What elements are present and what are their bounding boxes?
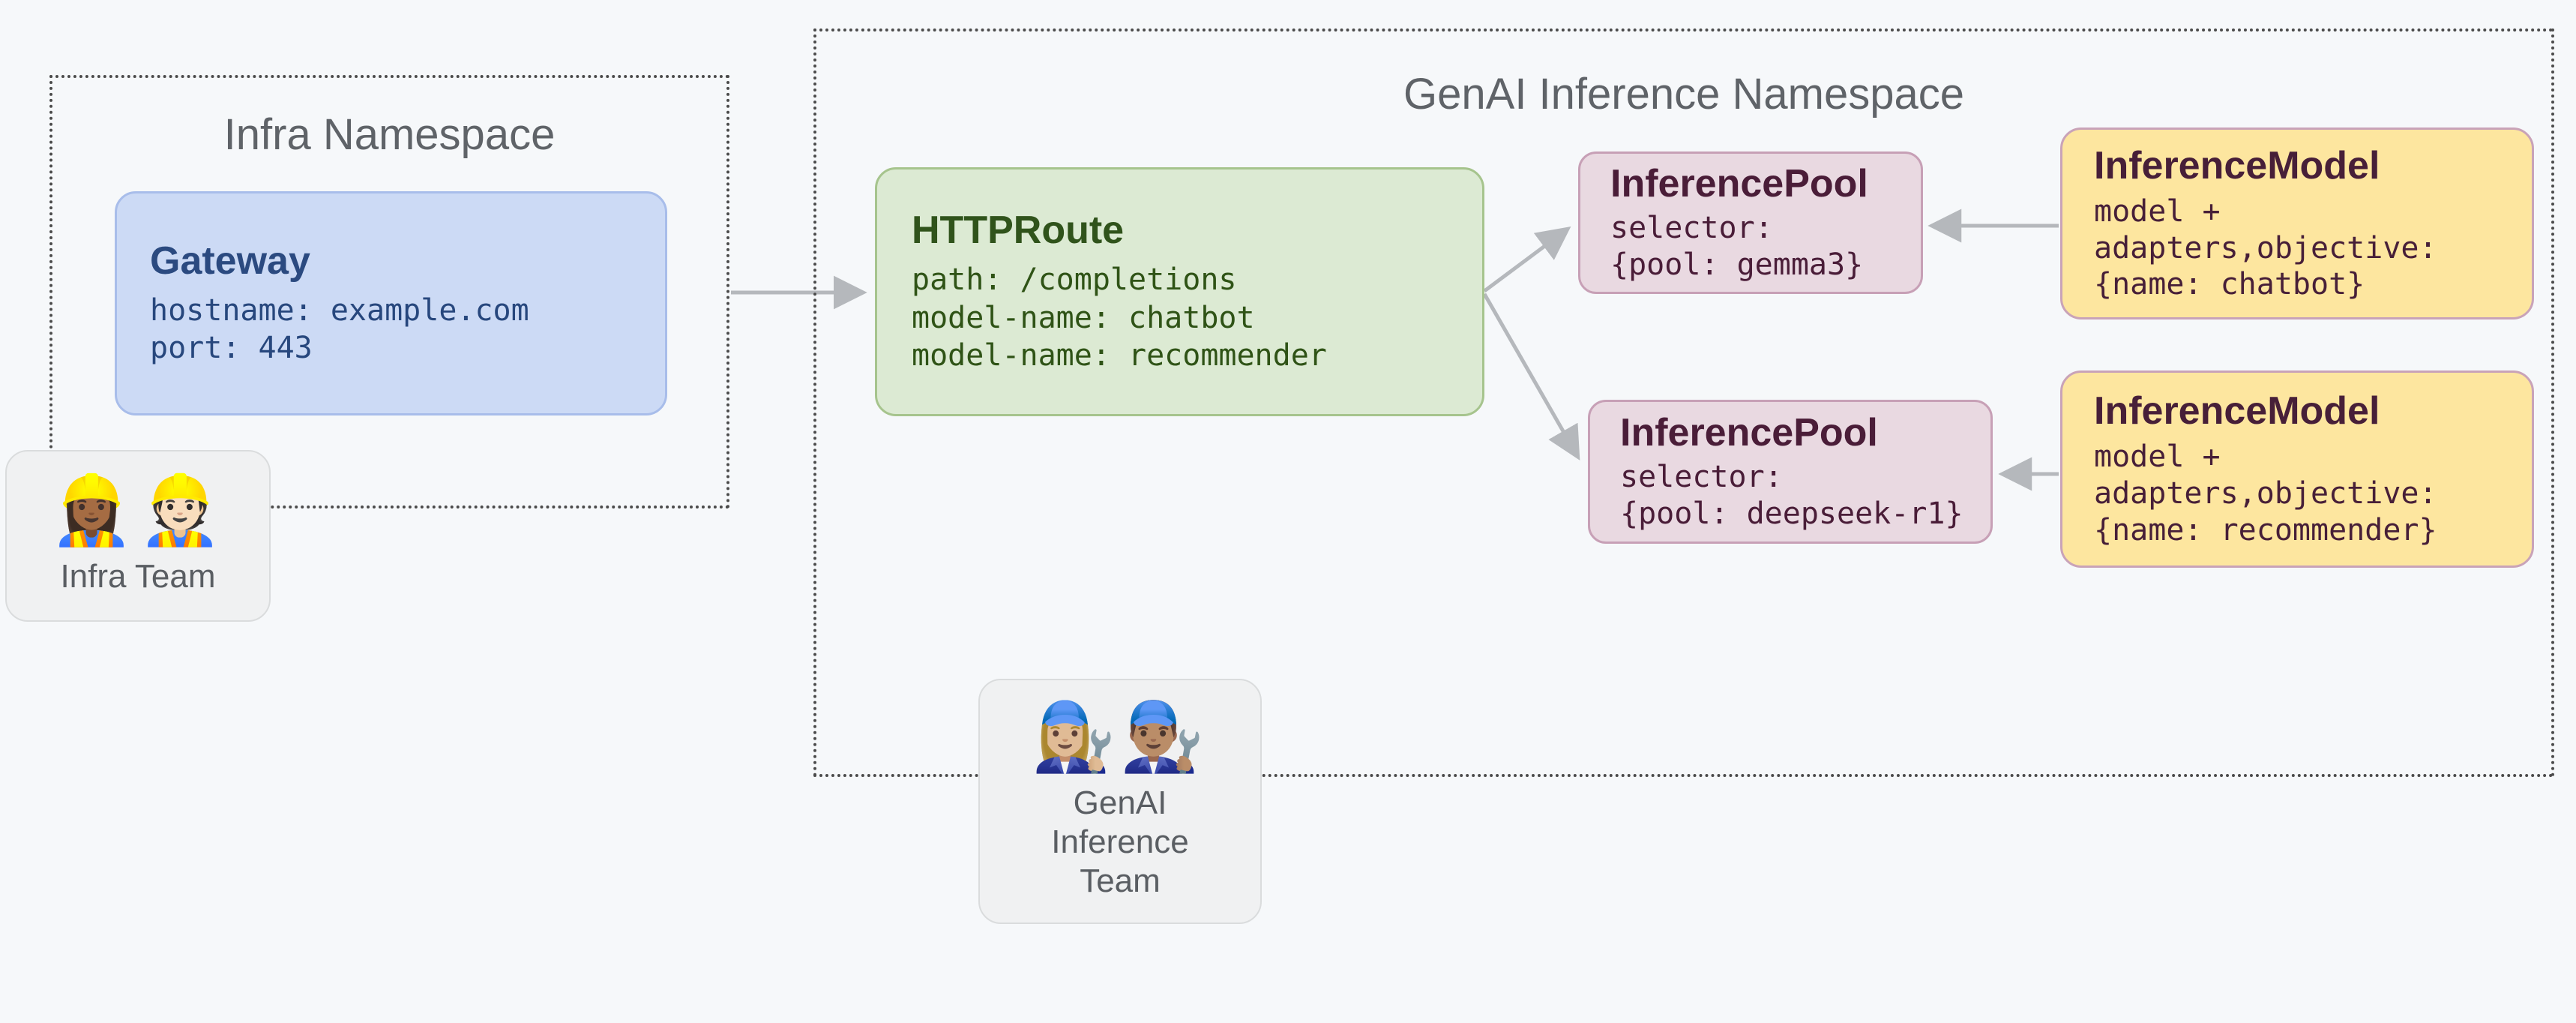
gateway-hostname: hostname: example.com bbox=[150, 292, 529, 328]
gateway-node: Gateway hostname: example.com port: 443 bbox=[115, 191, 667, 416]
infra-team-card: 👷🏾‍♀️👷🏻 Infra Team bbox=[5, 450, 271, 622]
inferencepool-gemma3-selector-value: {pool: gemma3} bbox=[1610, 247, 1864, 282]
inferencepool-deepseek-node: InferencePool selector: {pool: deepseek-… bbox=[1588, 400, 1993, 544]
inferencepool-deepseek-title: InferencePool bbox=[1620, 411, 1878, 455]
inferencepool-gemma3-node: InferencePool selector: {pool: gemma3} bbox=[1578, 152, 1923, 294]
httproute-model-chatbot: model-name: chatbot bbox=[912, 300, 1255, 335]
httproute-path: path: /completions bbox=[912, 262, 1237, 297]
gateway-port: port: 443 bbox=[150, 331, 313, 366]
inferencepool-gemma3-title: InferencePool bbox=[1610, 162, 1868, 206]
inferencepool-deepseek-selector-value: {pool: deepseek-r1} bbox=[1620, 496, 1963, 531]
infra-team-label: Infra Team bbox=[60, 557, 216, 595]
httproute-node: HTTPRoute path: /completions model-name:… bbox=[875, 167, 1484, 416]
inferencemodel-recommender-node: InferenceModel model + adapters,objectiv… bbox=[2060, 370, 2534, 568]
inferencemodel-recommender-title: InferenceModel bbox=[2094, 389, 2380, 434]
genai-namespace-box: GenAI Inference Namespace bbox=[813, 28, 2554, 777]
inferencemodel-chatbot-line-name: {name: chatbot} bbox=[2094, 267, 2365, 302]
httproute-model-recommender: model-name: recommender bbox=[912, 338, 1327, 374]
mechanics-emoji: 👩🏼‍🔧👨🏽‍🔧 bbox=[1031, 700, 1209, 776]
infra-namespace-box: Infra Namespace bbox=[49, 75, 729, 508]
inferencepool-gemma3-selector: selector: bbox=[1610, 211, 1773, 246]
inferencemodel-recommender-line-adapters: adapters,objective: bbox=[2094, 476, 2437, 511]
inferencepool-deepseek-selector: selector: bbox=[1620, 460, 1783, 495]
inferencemodel-chatbot-line-model: model + bbox=[2094, 194, 2221, 229]
inferencemodel-recommender-line-model: model + bbox=[2094, 440, 2221, 475]
genai-namespace-title: GenAI Inference Namespace bbox=[1403, 70, 1964, 118]
construction-workers-emoji: 👷🏾‍♀️👷🏻 bbox=[49, 473, 227, 549]
inferencemodel-chatbot-line-adapters: adapters,objective: bbox=[2094, 230, 2437, 266]
infra-namespace-title: Infra Namespace bbox=[223, 110, 556, 159]
inferencemodel-chatbot-title: InferenceModel bbox=[2094, 143, 2380, 188]
inferencemodel-recommender-line-name: {name: recommender} bbox=[2094, 512, 2437, 548]
inferencemodel-chatbot-node: InferenceModel model + adapters,objectiv… bbox=[2060, 128, 2534, 320]
genai-team-card: 👩🏼‍🔧👨🏽‍🔧 GenAI Inference Team bbox=[978, 679, 1262, 924]
gateway-title: Gateway bbox=[150, 238, 310, 283]
genai-team-label: GenAI Inference Team bbox=[1051, 784, 1189, 899]
httproute-title: HTTPRoute bbox=[912, 208, 1125, 252]
